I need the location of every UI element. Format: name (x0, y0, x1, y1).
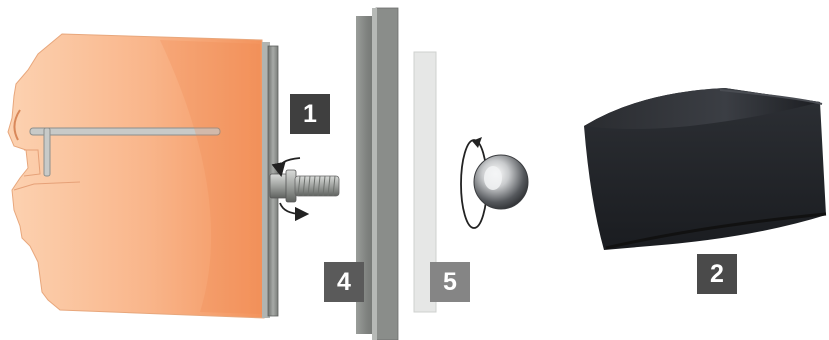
housing-icon (8, 34, 264, 318)
label-4: 4 (324, 262, 364, 302)
bolt-screw-icon (270, 170, 339, 202)
rubber-cap-icon (584, 88, 826, 250)
metal-ball-icon (474, 155, 528, 209)
label-1: 1 (290, 94, 330, 134)
label-2: 2 (697, 254, 737, 294)
label-5: 5 (430, 262, 470, 302)
